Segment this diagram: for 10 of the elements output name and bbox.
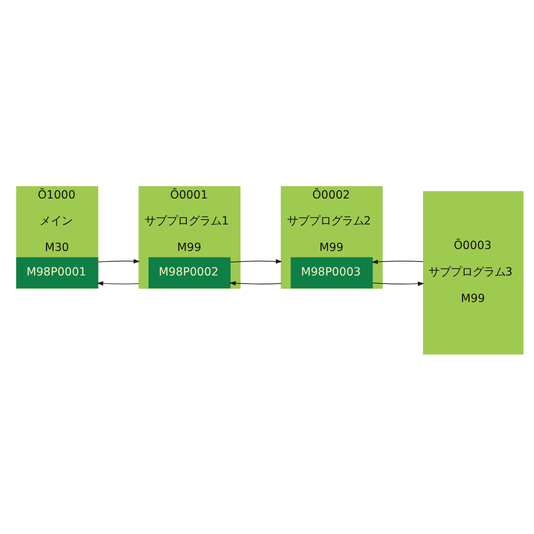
- node-box: M98P0001: [16, 256, 98, 288]
- node-box: Ō0003 サブプログラム3 M99: [423, 190, 524, 354]
- node-box: M98P0002: [148, 256, 231, 288]
- arrow: [372, 259, 424, 264]
- arrow: [96, 280, 140, 286]
- node-box: M98P0003: [290, 256, 373, 288]
- arrow: [372, 280, 424, 286]
- arrow: [98, 258, 140, 263]
- arrow: [229, 280, 282, 286]
- arrow: [230, 258, 282, 264]
